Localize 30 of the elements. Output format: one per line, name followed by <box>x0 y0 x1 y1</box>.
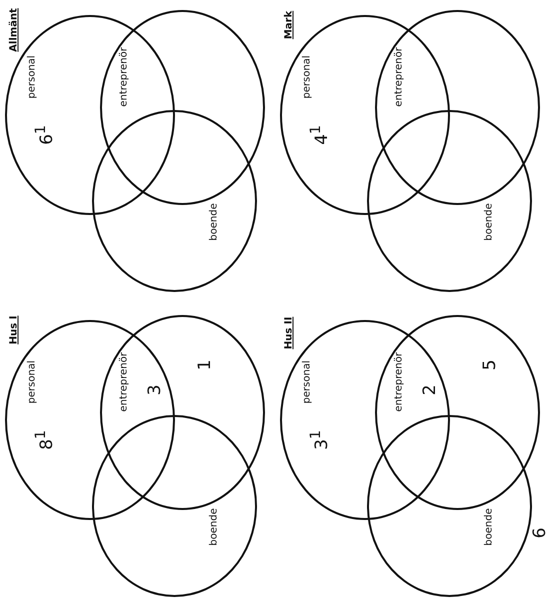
count-number: 2 <box>420 384 440 396</box>
set-label: personal <box>26 55 38 99</box>
venn-circle <box>375 10 540 205</box>
set-label: boende <box>208 203 220 241</box>
venn-circle <box>367 110 532 292</box>
count-number: 6 <box>530 528 547 538</box>
venn-circle <box>375 315 540 510</box>
panel-title: Mark <box>284 10 294 40</box>
set-label: personal <box>302 55 312 99</box>
set-label: personal <box>26 360 38 404</box>
panel-title: Hus II <box>284 316 294 350</box>
count-number: 3 <box>145 384 165 396</box>
set-label: entreprenör <box>394 47 404 107</box>
panel-title: Allmänt <box>8 8 20 52</box>
set-label: entreprenör <box>118 352 130 412</box>
venn-circle <box>92 110 257 292</box>
set-label: boende <box>484 203 494 241</box>
venn-circle <box>367 415 532 597</box>
venn-circle <box>5 320 175 520</box>
count-number: 5 <box>480 360 500 370</box>
set-label: boende <box>208 508 220 546</box>
set-label: entreprenör <box>394 352 404 412</box>
set-label: entreprenör <box>118 47 130 107</box>
venn-circle <box>92 415 257 597</box>
set-label: personal <box>302 360 312 404</box>
set-label: boende <box>484 508 494 546</box>
panel-title: Hus I <box>8 316 20 344</box>
count-number: 1 <box>195 360 215 370</box>
venn-circle <box>100 315 265 510</box>
venn-circle <box>100 10 265 205</box>
